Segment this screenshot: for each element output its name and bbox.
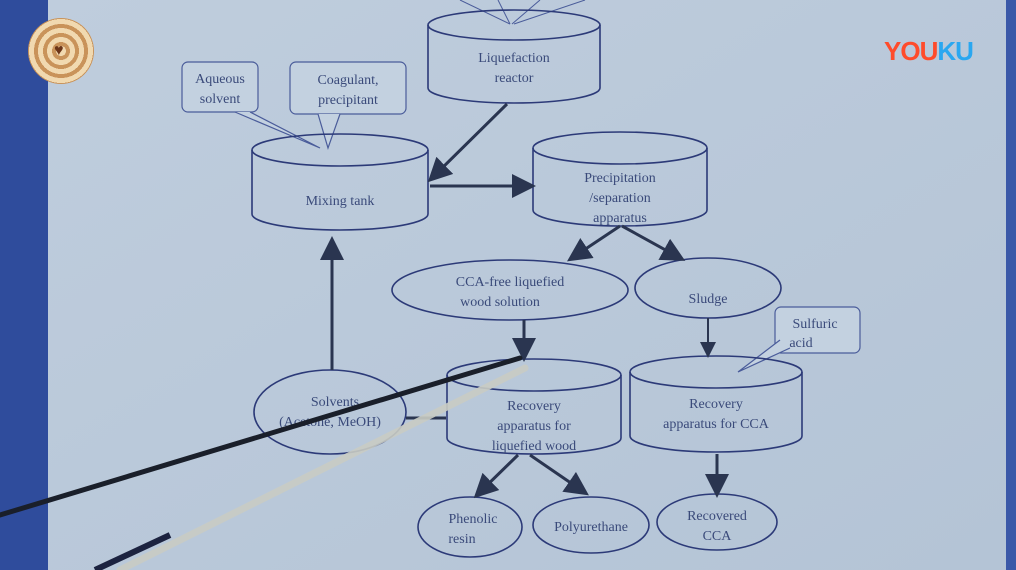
node-label: Mixing tank xyxy=(306,194,375,209)
node-label: acid xyxy=(789,336,812,351)
cca-free-solution: CCA-free liquefied wood solution xyxy=(391,259,629,321)
node-label: liquefied wood xyxy=(492,439,576,454)
node-label: wood solution xyxy=(460,295,540,310)
recovery-apparatus-liquefied-wood: Recovery apparatus for liquefied wood xyxy=(446,358,622,455)
coagulant-callout: Coagulant, precipitant xyxy=(289,61,407,150)
node-label: solvent xyxy=(200,92,241,107)
watermark-text-blue: KU xyxy=(937,36,974,66)
liquefaction-reactor: Liquefaction reactor xyxy=(427,9,601,104)
node-label: Recovery xyxy=(507,399,561,414)
solvents: Solvents (Acetone, MeOH) xyxy=(253,369,407,455)
node-label: Phenolic xyxy=(449,512,498,527)
flow-arrows xyxy=(320,102,729,499)
node-label: apparatus for CCA xyxy=(663,417,770,432)
node-label: CCA-free liquefied xyxy=(456,275,564,290)
node-label: Coagulant, xyxy=(317,73,378,88)
node-label: Recovery xyxy=(689,397,743,412)
node-label: Solvents xyxy=(311,395,359,410)
node-label: CCA xyxy=(703,529,733,544)
node-label: reactor xyxy=(495,71,534,86)
aqueous-solvent-callout: Aqueous solvent xyxy=(181,61,321,149)
node-label: /separation xyxy=(589,191,650,206)
node-label: precipitant xyxy=(318,93,378,108)
mixing-tank: Mixing tank xyxy=(251,133,429,231)
heart-icon: ♥ xyxy=(54,42,64,59)
node-label: apparatus xyxy=(593,211,647,226)
node-label: Precipitation xyxy=(584,171,656,186)
youku-watermark: YOUKU xyxy=(884,36,974,67)
polyurethane: Polyurethane xyxy=(532,496,650,554)
pointer-stick xyxy=(0,355,529,570)
node-label: apparatus for xyxy=(497,419,571,434)
sulfuric-acid-callout: Sulfuric acid xyxy=(737,306,861,373)
channel-logo: ♥ xyxy=(28,18,94,84)
node-label: (Acetone, MeOH) xyxy=(279,415,381,430)
node-label: Recovered xyxy=(687,509,747,524)
precipitation-separation-apparatus: Precipitation /separation apparatus xyxy=(532,131,708,227)
phenolic-resin: Phenolic resin xyxy=(417,496,523,558)
node-label: Polyurethane xyxy=(554,520,628,535)
node-label: Liquefaction xyxy=(478,51,550,66)
node-label: resin xyxy=(448,532,475,547)
node-label: Sulfuric xyxy=(792,317,837,332)
node-label: Sludge xyxy=(689,292,728,307)
recovery-apparatus-cca: Recovery apparatus for CCA xyxy=(629,355,803,453)
node-label: Aqueous xyxy=(195,72,245,87)
watermark-text-red: YOU xyxy=(884,36,938,66)
